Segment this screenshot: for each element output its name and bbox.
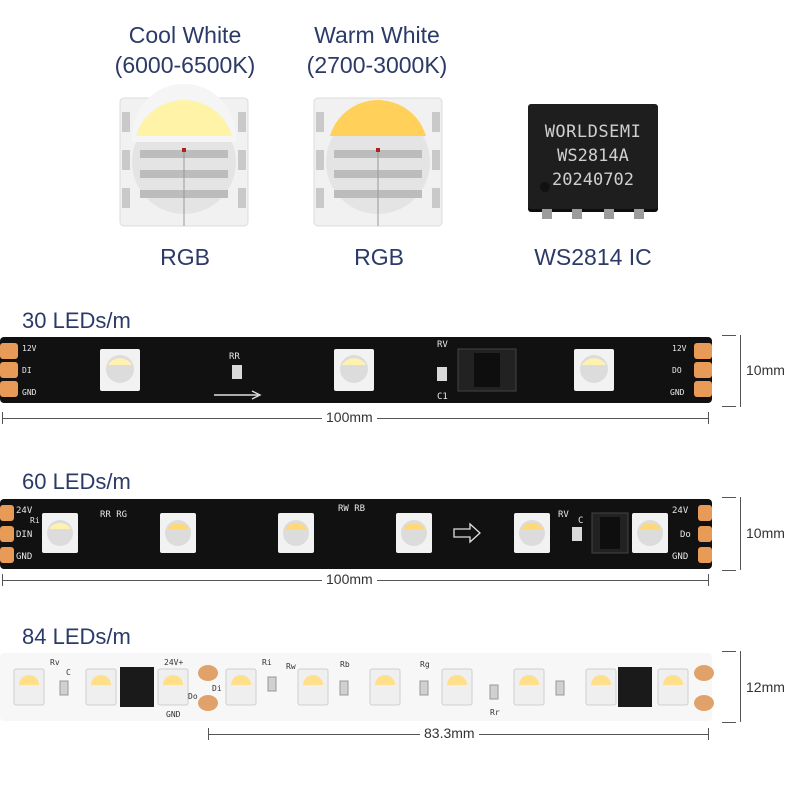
cool-white-range: (6000-6500K) [114,52,256,78]
strip-84-mark-rv: Rv [50,658,60,667]
strip-84-mark-rg: Rg [420,660,430,669]
strip-84-mark-rw: Rw [286,662,296,671]
strip-60-pad-right-2: Do [680,530,691,540]
cool-white-name: Cool White [128,22,242,48]
strip-30-pad-right-1: 12V [672,344,687,353]
strip-30-title: 30 LEDs/m [22,308,131,333]
strip-84-image: Rv C 24V+ GND Di Do Ri Rw Rb Rg Rr [0,653,714,721]
strip-30-image: 12V DI GND 12V DO GND RR RV C1 [0,337,712,403]
warm-white-sub: RGB [354,244,404,270]
strip-84-mark-rb: Rb [340,660,350,669]
strip-84-width: 12mm [746,679,785,695]
strip-84-mark-di: Di [212,684,222,693]
ic-line-3: 20240702 [552,170,634,190]
strip-84-mark-rr: Rr [490,708,500,717]
strip-60-mark-rw: RW RB [338,504,365,514]
strip-30-pad-2: DI [22,366,32,375]
cool-white-label: Cool White (6000-6500K) [90,20,280,80]
strip-30-pad-3: GND [22,388,37,397]
cool-white-sub: RGB [160,244,210,270]
warm-white-name: Warm White [314,22,440,48]
strip-84-mark-c: C [66,668,71,677]
strip-30-width: 10mm [746,362,785,378]
strip-84-mark-do: Do [188,692,198,701]
strip-84-mark-ri: Ri [262,658,272,667]
strip-60-mark-c: C [578,516,583,526]
strip-60-image: 24V DIN GND 24V Do GND RR RG RW RB RV C … [0,499,712,569]
warm-white-led-image [313,97,443,227]
strip-60-pad-right-1: 24V [672,506,689,516]
warm-white-range: (2700-3000K) [306,52,448,78]
strip-30-pad-right-2: DO [672,366,682,375]
strip-30-pad-right-3: GND [670,388,685,397]
strip-30-pad-1: 12V [22,344,37,353]
strip-60-mark-ri: Ri [30,516,40,525]
strip-60-pad-2: DIN [16,530,32,540]
strip-60-mark-rr: RR RG [100,510,127,520]
warm-white-label: Warm White (2700-3000K) [282,20,472,80]
strip-60-width: 10mm [746,525,785,541]
cool-white-led-image [119,84,249,227]
strip-60-pad-1: 24V [16,506,33,516]
ws2814-ic-image: WORLDSEMI WS2814A 20240702 [528,104,658,219]
strip-30-mark-c1: C1 [437,392,448,402]
strip-84-title: 84 LEDs/m [22,624,131,649]
strip-60-length: 100mm [322,571,377,587]
strip-84-mark-gnd: GND [166,710,181,719]
strip-60-pad-right-3: GND [672,552,688,562]
strip-30-length: 100mm [322,409,377,425]
strip-60-pad-3: GND [16,552,32,562]
strip-60-mark-rv: RV [558,510,569,520]
strip-84-mark-24v: 24V+ [164,658,183,667]
strip-30-mark-rv: RV [437,340,448,350]
ic-line-2: WS2814A [557,146,629,166]
strip-30-mark-rr: RR [229,352,240,362]
strip-60-title: 60 LEDs/m [22,469,131,494]
ic-line-1: WORLDSEMI [544,122,642,142]
ic-sub: WS2814 IC [534,244,652,270]
strip-84-length: 83.3mm [420,725,479,741]
